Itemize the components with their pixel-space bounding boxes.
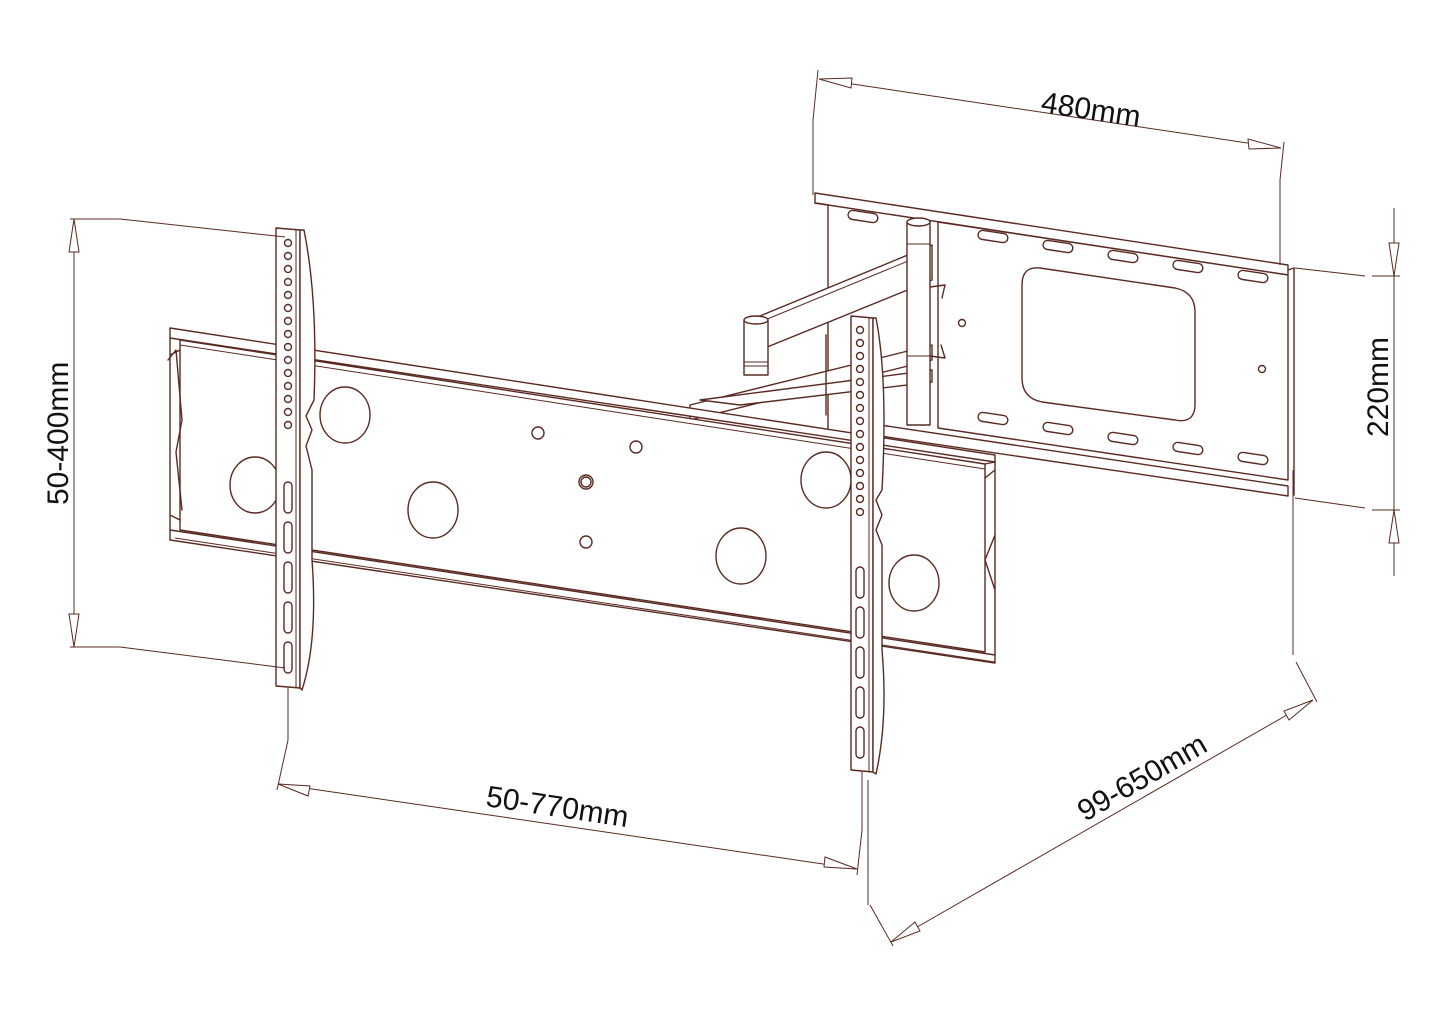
right-vertical-bracket bbox=[850, 315, 885, 775]
dim-label-480mm: 480mm bbox=[1039, 86, 1143, 133]
dim-label-50-400mm: 50-400mm bbox=[42, 362, 75, 505]
dimension-220mm: 220mm bbox=[1294, 208, 1400, 576]
wall-plate bbox=[814, 192, 1295, 497]
dimension-50-770mm: 50-770mm bbox=[276, 688, 863, 876]
bottom-slots bbox=[977, 411, 1269, 466]
dim-label-50-770mm: 50-770mm bbox=[484, 780, 631, 834]
articulating-arm bbox=[689, 217, 946, 426]
left-vertical-bracket bbox=[275, 227, 316, 691]
dim-label-99-650mm: 99-650mm bbox=[1072, 728, 1213, 828]
dimension-480mm: 480mm bbox=[812, 69, 1285, 265]
dim-label-220mm: 220mm bbox=[1362, 337, 1395, 437]
dimension-50-400mm: 50-400mm bbox=[42, 218, 286, 669]
right-bracket-holes bbox=[855, 325, 865, 759]
left-bracket-holes bbox=[283, 238, 293, 674]
top-slots bbox=[847, 209, 1269, 284]
